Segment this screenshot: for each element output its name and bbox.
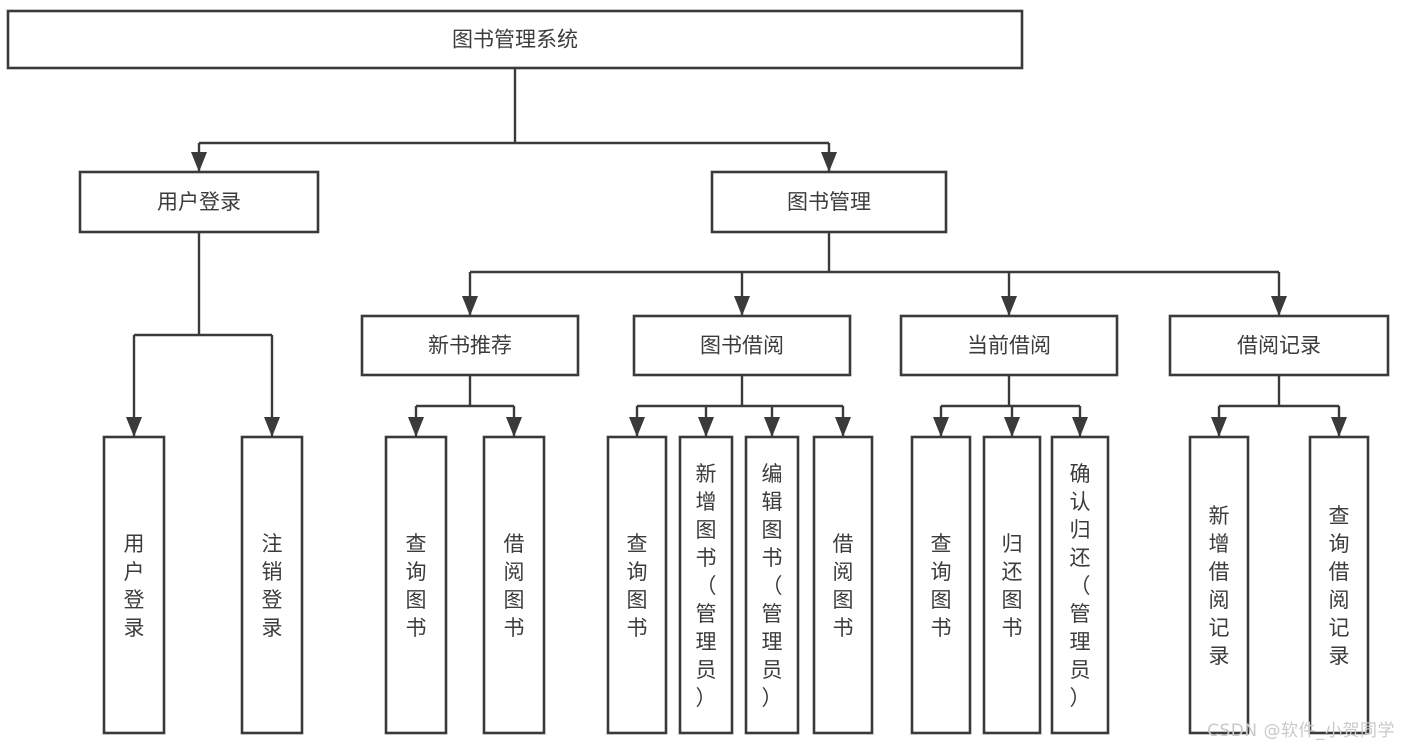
node-box (482, 435, 546, 735)
node-label: 用户登录 (157, 190, 241, 214)
arrow-head (821, 152, 837, 172)
node-box (744, 435, 800, 735)
arrow-head (933, 417, 949, 437)
arrow-head (264, 417, 280, 437)
node-leaf-query-record[interactable]: 查询借阅记录 (1308, 435, 1370, 735)
node-label: 注销登录 (262, 532, 283, 640)
node-label: 借阅记录 (1237, 334, 1321, 358)
node-box (360, 314, 580, 377)
node-box (982, 435, 1042, 735)
arrow-head (835, 417, 851, 437)
node-box (240, 435, 304, 735)
node-current-borrow[interactable]: 当前借阅 (899, 314, 1119, 377)
node-label: 编辑图书（管理员） (762, 462, 783, 710)
node-leaf-logout[interactable]: 注销登录 (240, 435, 304, 735)
node-leaf-user-login[interactable]: 用户登录 (102, 435, 166, 735)
arrow-head (1001, 296, 1017, 316)
node-label: 查询图书 (406, 532, 427, 640)
connector-lines (126, 68, 1347, 437)
arrow-head (629, 417, 645, 437)
node-box (606, 435, 668, 735)
node-box (899, 314, 1119, 377)
arrow-head (698, 417, 714, 437)
node-label: 用户登录 (124, 532, 145, 640)
arrow-head (1072, 417, 1088, 437)
node-label: 新增借阅记录 (1209, 504, 1230, 668)
node-leaf-query-book-1[interactable]: 查询图书 (384, 435, 448, 735)
arrow-head (191, 152, 207, 172)
node-label: 图书管理系统 (452, 28, 578, 52)
node-label: 归还图书 (1002, 532, 1023, 640)
node-box (1168, 314, 1390, 377)
csdn-watermark: CSDN @软件_小贺同学 (1207, 721, 1395, 741)
node-new-book-recommend[interactable]: 新书推荐 (360, 314, 580, 377)
arrow-head (764, 417, 780, 437)
node-label: 查询图书 (627, 532, 648, 640)
node-boxes: 图书管理系统用户登录图书管理新书推荐图书借阅当前借阅借阅记录用户登录注销登录查询… (6, 9, 1390, 735)
node-leaf-add-record[interactable]: 新增借阅记录 (1188, 435, 1250, 735)
arrow-head (734, 296, 750, 316)
node-box (102, 435, 166, 735)
node-label: 借阅图书 (833, 532, 854, 640)
arrow-head (1004, 417, 1020, 437)
arrow-head (408, 417, 424, 437)
node-leaf-query-book-3[interactable]: 查询图书 (910, 435, 972, 735)
node-label: 图书借阅 (700, 334, 784, 358)
node-label: 查询图书 (931, 532, 952, 640)
arrow-head (1271, 296, 1287, 316)
arrow-head (1211, 417, 1227, 437)
node-label: 新书推荐 (428, 334, 512, 358)
node-box (678, 435, 734, 735)
node-user-login[interactable]: 用户登录 (78, 170, 320, 234)
node-box (910, 435, 972, 735)
node-book-manage[interactable]: 图书管理 (710, 170, 948, 234)
node-leaf-query-book-2[interactable]: 查询图书 (606, 435, 668, 735)
arrow-head (1331, 417, 1347, 437)
node-label: 新增图书（管理员） (696, 462, 717, 710)
node-leaf-edit-book[interactable]: 编辑图书（管理员） (744, 435, 800, 735)
node-box (710, 170, 948, 234)
node-leaf-borrow-book-1[interactable]: 借阅图书 (482, 435, 546, 735)
node-label: 查询借阅记录 (1329, 504, 1350, 668)
arrow-head (462, 296, 478, 316)
arrow-head (126, 417, 142, 437)
node-box (78, 170, 320, 234)
node-leaf-add-book[interactable]: 新增图书（管理员） (678, 435, 734, 735)
node-label: 确认归还（管理员） (1070, 462, 1091, 710)
node-box (6, 9, 1024, 70)
node-box (1188, 435, 1250, 735)
node-root[interactable]: 图书管理系统 (6, 9, 1024, 70)
node-box (632, 314, 852, 377)
node-label: 当前借阅 (967, 334, 1051, 358)
node-box (384, 435, 448, 735)
node-leaf-return-book[interactable]: 归还图书 (982, 435, 1042, 735)
node-book-borrow[interactable]: 图书借阅 (632, 314, 852, 377)
node-box (1050, 435, 1110, 735)
node-leaf-borrow-book-2[interactable]: 借阅图书 (812, 435, 874, 735)
node-box (812, 435, 874, 735)
node-box (1308, 435, 1370, 735)
arrow-head (506, 417, 522, 437)
node-label: 图书管理 (787, 190, 871, 214)
node-leaf-confirm-return[interactable]: 确认归还（管理员） (1050, 435, 1110, 735)
node-borrow-record[interactable]: 借阅记录 (1168, 314, 1390, 377)
node-label: 借阅图书 (504, 532, 525, 640)
